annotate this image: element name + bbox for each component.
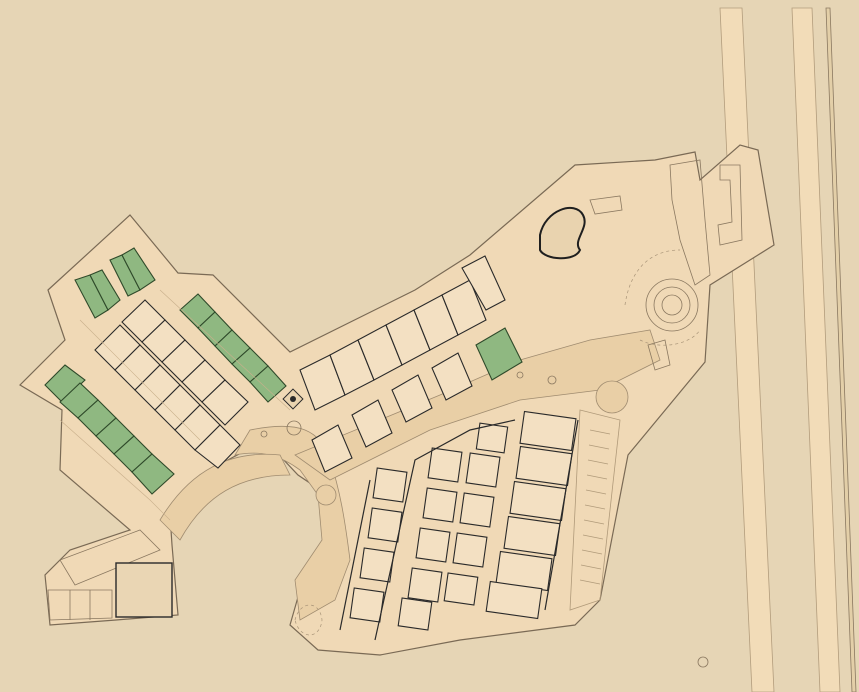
sold-units-central [179, 293, 523, 403]
internal-roads [59, 329, 661, 621]
sold-units-north [74, 247, 156, 319]
sports-court [47, 562, 173, 621]
parking-area [569, 409, 621, 611]
available-units-south-block [349, 422, 509, 631]
available-units-west-block [94, 299, 249, 469]
roundabouts [260, 278, 699, 506]
available-units-second-row [311, 352, 473, 473]
sold-units-west [44, 364, 175, 495]
available-units-north-row [299, 255, 506, 411]
clubhouse-area [539, 159, 743, 371]
highway [719, 7, 857, 692]
available-units-east-column [485, 410, 577, 620]
site-features [282, 388, 709, 668]
block-boundaries [59, 289, 579, 641]
